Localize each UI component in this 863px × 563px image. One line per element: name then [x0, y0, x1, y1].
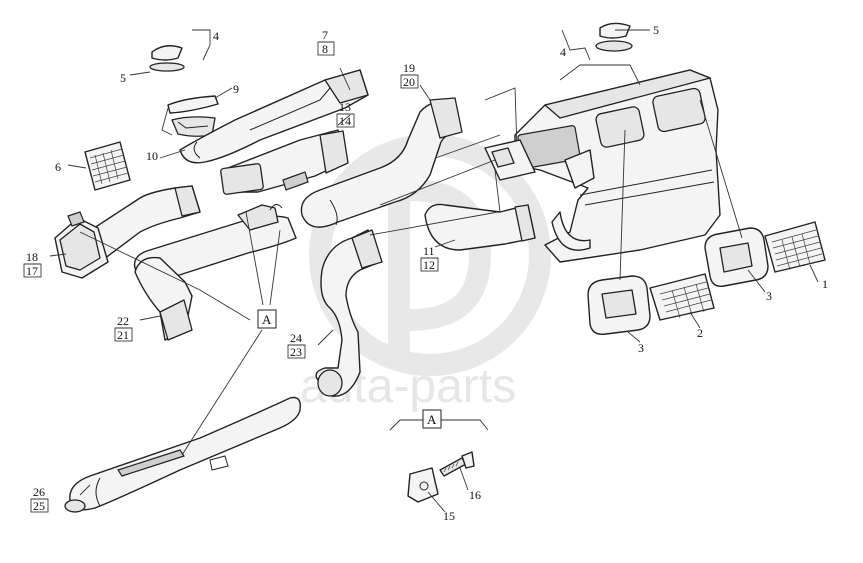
- label-12: 12: [423, 258, 435, 272]
- vent-grille-2: [649, 273, 715, 321]
- side-duct: [87, 185, 201, 263]
- vent-bezel-3-lower: [587, 275, 651, 335]
- vent-cap-top-left: [149, 45, 219, 137]
- leader-panel-b: [429, 134, 501, 161]
- vent-grille-1: [764, 221, 826, 273]
- label-17: 17: [26, 264, 38, 278]
- junction-block: [484, 139, 536, 181]
- label-18: 18: [26, 250, 38, 264]
- label-19: 19: [403, 61, 415, 75]
- duct-22-21: [134, 256, 193, 341]
- duct-24-23: [315, 229, 383, 397]
- label-23: 23: [290, 345, 302, 359]
- label-16: 16: [469, 488, 481, 502]
- duct-7-8: [179, 69, 369, 164]
- floor-duct-26-25: [64, 396, 301, 513]
- label-5-top-right: 5: [653, 23, 659, 37]
- label-5-top-left: 5: [120, 71, 126, 85]
- label-13: 13: [339, 100, 351, 114]
- label-2: 2: [697, 326, 703, 340]
- vent-outlet-18-17: [54, 211, 109, 279]
- callout-labels: 4 5 9 10 6 7 8 13 14 19 20 4 5 18 17 11 …: [26, 23, 828, 523]
- label-24: 24: [290, 331, 302, 345]
- label-1: 1: [822, 277, 828, 291]
- callout-box-a-main: [257, 309, 277, 329]
- label-3-lower: 3: [638, 341, 644, 355]
- callout-box-a-detail: [422, 409, 442, 429]
- label-21: 21: [117, 328, 129, 342]
- label-a-detail: A: [427, 412, 437, 427]
- vent-cap-top-right: [595, 22, 633, 52]
- label-8: 8: [322, 42, 328, 56]
- duct-13-14: [220, 129, 349, 195]
- label-a-main: A: [262, 312, 272, 327]
- duct-11-12: [424, 203, 536, 251]
- label-25: 25: [33, 499, 45, 513]
- leader-panel-a: [484, 87, 518, 151]
- detail-a-fastener: [407, 451, 475, 503]
- label-7: 7: [322, 28, 328, 42]
- label-3-upper: 3: [766, 289, 772, 303]
- label-4-top-left: 4: [213, 29, 219, 43]
- instrument-panel: [514, 69, 721, 263]
- label-22: 22: [117, 314, 129, 328]
- duct-19-20: [300, 97, 463, 228]
- leader-lines: [49, 29, 819, 513]
- label-14: 14: [339, 114, 351, 128]
- label-11: 11: [423, 244, 435, 258]
- label-10: 10: [146, 149, 158, 163]
- label-4-top-right: 4: [560, 45, 566, 59]
- vent-grille-6: [84, 141, 131, 191]
- label-26: 26: [33, 485, 45, 499]
- label-9: 9: [233, 82, 239, 96]
- label-6: 6: [55, 160, 61, 174]
- vent-bezel-3-upper: [704, 227, 769, 287]
- label-20: 20: [403, 75, 415, 89]
- label-15: 15: [443, 509, 455, 523]
